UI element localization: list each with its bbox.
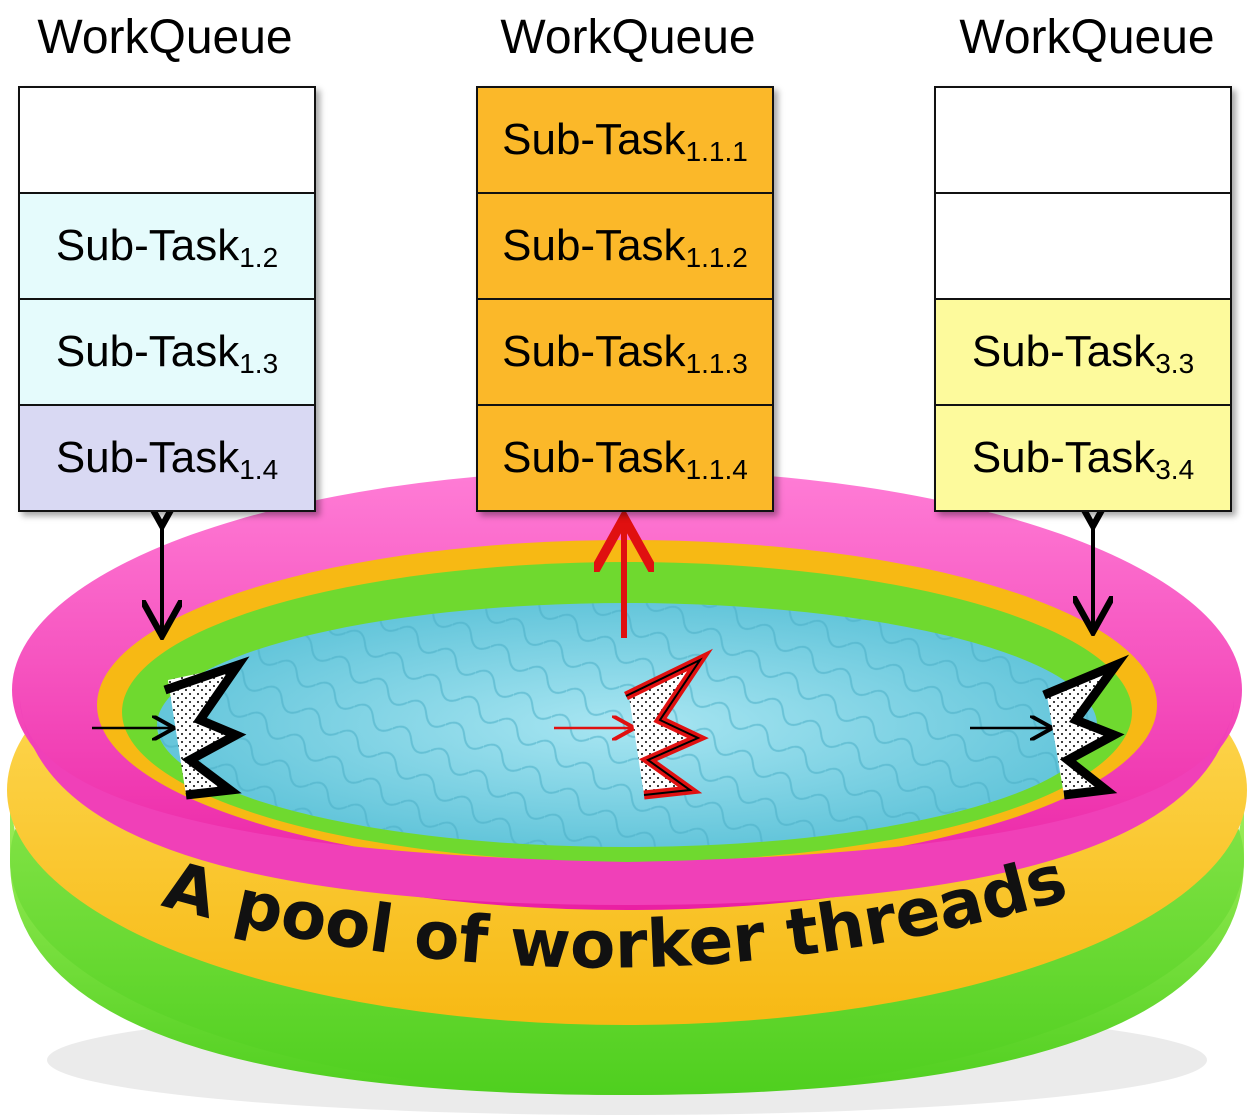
subtask-label: Sub-Task — [502, 115, 686, 164]
subtask-label: Sub-Task — [55, 221, 240, 270]
empty-slot — [936, 88, 1230, 194]
subtask-index: 3.4 — [1155, 454, 1195, 485]
empty-slot — [20, 88, 314, 194]
workqueue-title-3: WorkQueue — [959, 11, 1215, 64]
subtask-label: Sub-Task — [971, 327, 1156, 376]
worker-thread-3 — [970, 654, 1130, 800]
subtask-index: 1.1.4 — [685, 454, 748, 485]
subtask-index: 1.3 — [239, 348, 279, 379]
subtask-index: 1.4 — [239, 454, 279, 485]
worker-thread-1 — [92, 656, 250, 800]
subtask-label: Sub-Task — [55, 327, 240, 376]
subtask-index: 3.3 — [1155, 348, 1195, 379]
subtask-index: 1.1.2 — [685, 242, 748, 273]
subtask-index: 1.1.3 — [685, 348, 748, 379]
subtask-label: Sub-Task — [971, 433, 1156, 482]
subtask-label: Sub-Task — [502, 327, 686, 376]
subtask-label: Sub-Task — [502, 433, 686, 482]
subtask-label: Sub-Task — [502, 221, 686, 270]
workqueue-title-1: WorkQueue — [37, 11, 293, 64]
pool-water — [157, 603, 1097, 847]
empty-slot — [936, 194, 1230, 300]
subtask-label: Sub-Task — [55, 433, 240, 482]
worker-thread-2-active — [554, 648, 713, 800]
subtask-index: 1.2 — [239, 242, 279, 273]
subtask-index: 1.1.1 — [685, 136, 748, 167]
workqueue-title-2: WorkQueue — [500, 11, 756, 64]
